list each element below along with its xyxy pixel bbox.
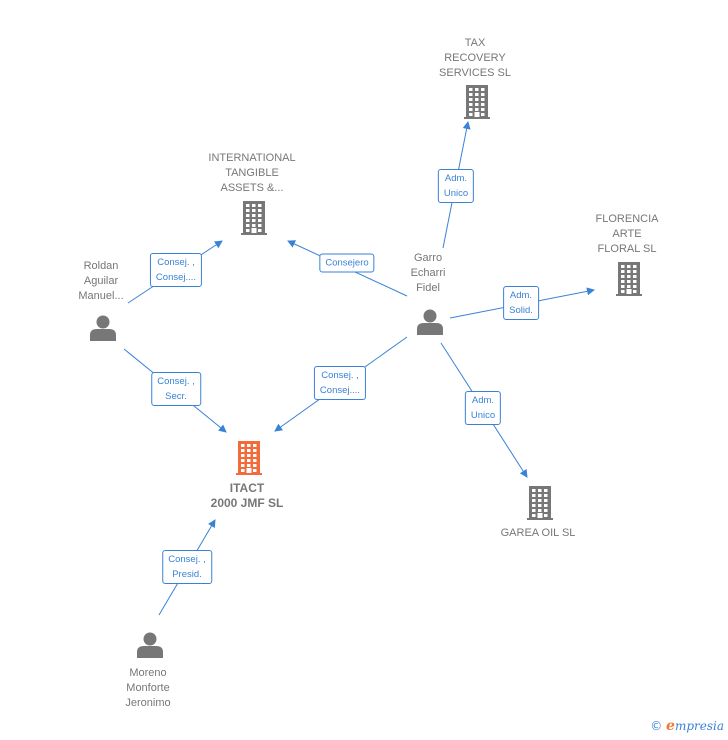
edge-label-roldan-intl[interactable]: Consej. , Consej.... [149, 253, 203, 287]
edge-label-moreno-itact[interactable]: Consej. , Presid. [162, 550, 212, 584]
building-icon-itact[interactable] [236, 441, 262, 475]
person-icon-roldan[interactable] [90, 315, 116, 342]
edge-label-garro-garea[interactable]: Adm. Unico [464, 391, 502, 425]
node-label-moreno[interactable]: Moreno Monforte Jeronimo [125, 667, 171, 709]
copyright-icon: © [650, 719, 663, 733]
node-label-garea[interactable]: GAREA OIL SL [500, 527, 576, 539]
building-icon-garea[interactable] [527, 486, 553, 520]
building-icon-intl[interactable] [241, 201, 267, 235]
building-icon-florencia[interactable] [616, 262, 642, 296]
node-label-itact[interactable]: ITACT 2000 JMF SL [210, 481, 284, 510]
edge-label-garro-tax[interactable]: Adm. Unico [437, 169, 475, 203]
node-label-tax[interactable]: TAX RECOVERY SERVICES SL [439, 37, 511, 79]
node-label-florencia[interactable]: FLORENCIA ARTE FLORAL SL [595, 213, 659, 255]
edge-label-garro-intl[interactable]: Consejero [319, 253, 375, 273]
edge-label-garro-itact[interactable]: Consej. , Consej.... [313, 366, 367, 400]
edge-label-garro-florencia[interactable]: Adm. Solid. [503, 286, 539, 320]
brand-name: mpresia [674, 719, 724, 733]
brand-logo-initial: e [666, 718, 675, 734]
node-label-intl[interactable]: INTERNATIONAL TANGIBLE ASSETS &... [208, 152, 296, 194]
node-label-roldan[interactable]: Roldan Aguilar Manuel... [78, 260, 124, 302]
node-label-garro[interactable]: Garro Echarri Fidel [410, 252, 446, 294]
edge-label-roldan-itact[interactable]: Consej. , Secr. [151, 372, 201, 406]
person-icon-garro[interactable] [417, 309, 443, 336]
building-icon-tax[interactable] [464, 85, 490, 119]
person-icon-moreno[interactable] [137, 632, 163, 659]
brand-footer: © empresia [650, 718, 724, 734]
